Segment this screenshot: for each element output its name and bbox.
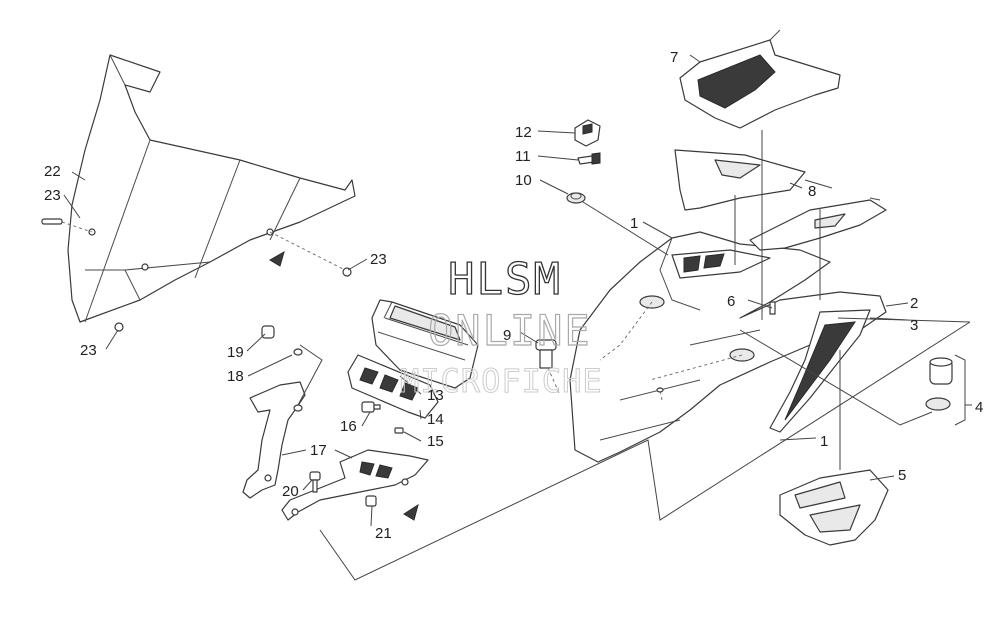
side-vent-3 <box>769 309 871 433</box>
callout-11: 11 <box>515 148 531 165</box>
vent-cover-8-lower <box>749 199 887 251</box>
screw-23-bottom <box>114 322 124 332</box>
callout-20: 20 <box>282 483 299 500</box>
callout-6: 6 <box>727 293 735 310</box>
callout-8: 8 <box>808 183 816 200</box>
hood-part <box>569 231 887 463</box>
callout-19: 19 <box>227 344 244 361</box>
callout-1-assembly: 1 <box>820 433 828 450</box>
callout-9: 9 <box>503 327 511 344</box>
screw-6 <box>769 301 776 315</box>
callout-2: 2 <box>910 295 918 312</box>
washer-18 <box>293 348 303 356</box>
watermark-line-1: HLSM <box>448 254 562 305</box>
callout-22: 22 <box>44 163 61 180</box>
watermark-line-2: ONLINE <box>428 306 592 355</box>
callout-15: 15 <box>427 433 444 450</box>
arrow-indicator-icon <box>269 250 285 267</box>
callout-4: 4 <box>975 399 983 416</box>
cap-4 <box>929 357 953 385</box>
callout-13: 13 <box>427 387 444 404</box>
vent-grille-7 <box>679 29 841 129</box>
vent-cover-8-upper <box>674 149 806 211</box>
key-11 <box>577 152 601 165</box>
key-cap-12 <box>574 119 601 147</box>
callout-1-hood: 1 <box>630 215 638 232</box>
callout-14: 14 <box>427 411 444 428</box>
callout-17: 17 <box>310 442 327 459</box>
panel-5 <box>779 469 889 546</box>
nut-4 <box>925 397 951 411</box>
callout-7: 7 <box>670 49 678 66</box>
callout-23-right: 23 <box>370 251 387 268</box>
callout-18: 18 <box>227 368 244 385</box>
callout-23-left: 23 <box>44 187 61 204</box>
nut-19 <box>261 325 275 339</box>
switch-9 <box>535 339 557 369</box>
spacer-15 <box>394 427 404 434</box>
callout-21: 21 <box>375 525 392 542</box>
callout-10: 10 <box>515 172 532 189</box>
watermark-line-3: MICROFICHE <box>400 362 603 400</box>
bolt-16 <box>361 401 381 413</box>
mount-bracket-upper <box>242 381 306 499</box>
windshield-part <box>67 54 356 323</box>
gauge-cluster-part <box>371 299 479 389</box>
arrow-indicator-icon <box>403 503 419 521</box>
callout-23-bottom: 23 <box>80 342 97 359</box>
callout-12: 12 <box>515 124 532 141</box>
key-switch-10 <box>566 192 586 204</box>
callout-3: 3 <box>910 317 918 334</box>
mount-bracket-lower <box>281 449 429 521</box>
gauge-bracket-part <box>347 354 439 419</box>
callout-5: 5 <box>898 467 906 484</box>
screw-23-left <box>41 218 63 225</box>
callout-16: 16 <box>340 418 357 435</box>
nut-21 <box>365 495 377 507</box>
screw-20 <box>309 471 321 493</box>
